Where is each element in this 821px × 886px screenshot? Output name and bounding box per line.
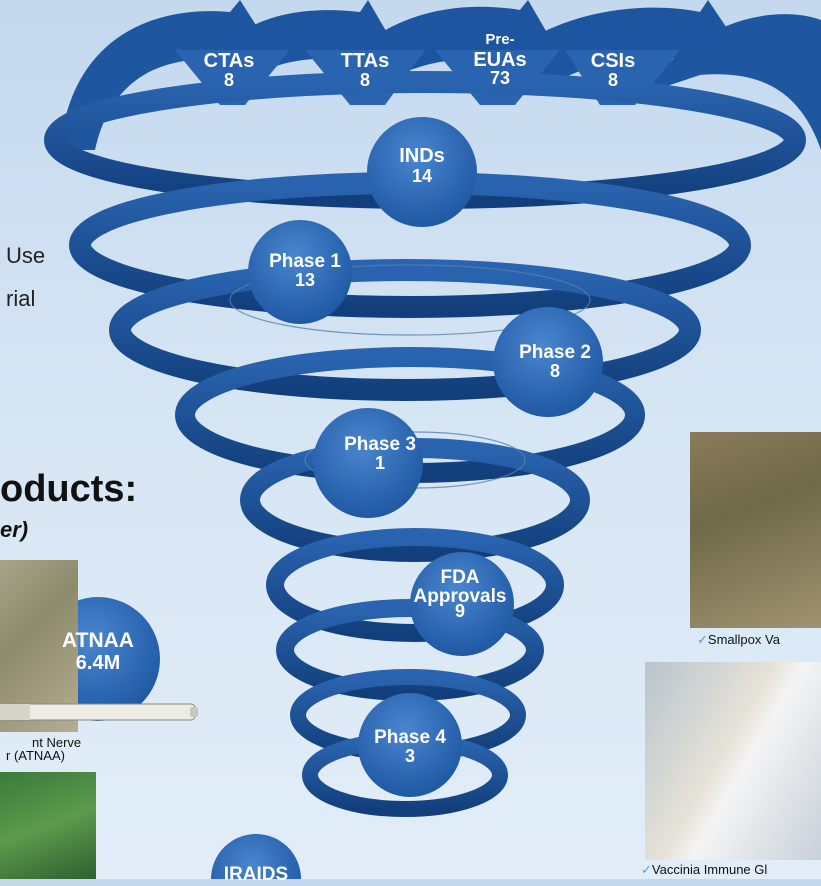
bubble-fda [410,552,514,656]
left-text-use: Use [6,243,46,268]
arrow-label-ctas: CTAs 8 [203,50,255,90]
bubble-phase4 [358,693,462,797]
swoosh-arrow-1 [60,0,275,150]
products-subheading: er) [0,517,29,542]
atnaa-bubble-label: ATNAA 6.4M [62,629,134,675]
stage-label-inds: INDs 14 [399,145,445,186]
arrow-label-csis: CSIs 8 [590,50,636,90]
check-icon: ✓ [697,632,708,647]
bubble-inds [367,117,477,227]
arrow-label-ttas: TTAs 8 [340,50,390,90]
bubble-phase2 [493,307,603,417]
lab-photo [0,772,96,879]
autoinjector-image [0,703,198,721]
bubble-iraids [211,834,301,879]
stage-label-fda: FDA Approvals 9 [413,567,507,621]
bubble-phase3 [313,408,423,518]
atnaa-photo [0,560,78,732]
stage-label-phase3: Phase 3 1 [344,434,416,473]
bubble-phase1 [248,220,352,324]
vaccinia-caption: ✓Vaccinia Immune Gl [641,862,768,877]
arrow-label-euas: Pre- EUAs 73 [473,31,527,88]
swoosh-arrow-4 [480,0,745,90]
smallpox-photo [690,432,821,628]
atnaa-caption: nt Nerve r (ATNAA) [6,735,82,763]
left-text-rial: rial [6,286,36,311]
check-icon: ✓ [641,862,652,877]
stage-label-phase4: Phase 4 3 [374,727,446,766]
stage-bubbles [36,117,603,879]
smallpox-caption: ✓Smallpox Va [697,632,780,647]
stage-label-iraids: IRAIDS [223,864,289,885]
stage-label-phase1: Phase 1 13 [269,251,341,290]
swoosh-arrow-5 [640,14,821,150]
products-heading: oducts: [0,468,138,510]
vaccinia-photo [645,662,821,860]
stage-label-phase2: Phase 2 8 [519,342,591,381]
